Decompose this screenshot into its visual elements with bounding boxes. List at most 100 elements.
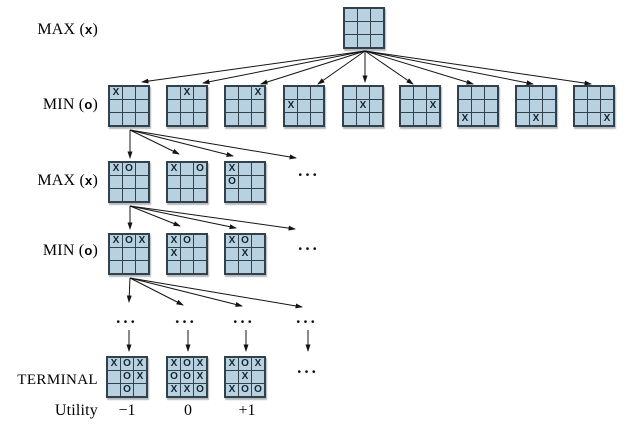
cell-empty xyxy=(530,87,542,99)
cell-x: X xyxy=(226,384,238,396)
cell-empty xyxy=(371,22,383,34)
cell-empty xyxy=(252,176,264,188)
ellipsis-min-row-2: ... xyxy=(298,235,320,254)
cell-empty xyxy=(298,113,310,125)
cell-x: X xyxy=(427,100,439,112)
cell-empty xyxy=(285,113,297,125)
cell-empty xyxy=(345,22,357,34)
board-min1-9: X xyxy=(573,85,615,127)
ellipsis-terminal-row: ... xyxy=(297,358,319,377)
cell-empty xyxy=(136,87,148,99)
cell-empty xyxy=(110,100,122,112)
cell-empty xyxy=(123,100,135,112)
ellipsis-pre-terminal-3: ... xyxy=(233,308,255,327)
cell-o: O xyxy=(239,384,251,396)
cell-empty xyxy=(252,189,264,201)
cell-empty xyxy=(543,100,555,112)
tree-edge-arrow xyxy=(364,50,534,86)
board-min1-4: X xyxy=(283,85,325,127)
cell-x: X xyxy=(168,248,180,260)
cell-empty xyxy=(136,189,148,201)
utility-value-minus1: −1 xyxy=(118,402,136,419)
cell-empty xyxy=(311,100,323,112)
cell-x: X xyxy=(168,235,180,247)
cell-empty xyxy=(252,163,264,175)
cell-o: O xyxy=(239,235,251,247)
cell-empty xyxy=(298,100,310,112)
tree-edge-arrow xyxy=(364,50,474,85)
cell-o: O xyxy=(181,371,193,383)
ellipsis-max-row: ... xyxy=(298,161,320,180)
cell-empty xyxy=(252,235,264,247)
board-min1-5: X xyxy=(342,85,384,127)
board-min1-7: X xyxy=(457,85,499,127)
cell-x: X xyxy=(110,87,122,99)
cell-x: X xyxy=(181,87,193,99)
cell-empty xyxy=(226,371,238,383)
tree-edge-arrow xyxy=(129,277,243,307)
cell-o: O xyxy=(121,371,133,383)
label-level-min-1: MIN (o) xyxy=(42,96,98,113)
label-level-max-1: MAX (x) xyxy=(37,21,98,38)
tree-edge-arrow xyxy=(260,50,366,85)
cell-empty xyxy=(123,189,135,201)
cell-empty xyxy=(485,87,497,99)
cell-o: O xyxy=(252,384,264,396)
board-min1-3: X xyxy=(224,85,266,127)
cell-o: O xyxy=(121,358,133,370)
cell-empty xyxy=(136,113,148,125)
cell-x: X xyxy=(194,371,206,383)
tree-edge-arrow xyxy=(364,50,414,85)
cell-empty xyxy=(575,100,587,112)
cell-x: X xyxy=(239,248,251,260)
cell-empty xyxy=(110,189,122,201)
cell-empty xyxy=(194,176,206,188)
cell-empty xyxy=(168,87,180,99)
cell-o: O xyxy=(121,384,133,396)
cell-empty xyxy=(194,261,206,273)
utility-value-zero: 0 xyxy=(184,402,192,419)
cell-x: X xyxy=(134,358,146,370)
cell-empty xyxy=(134,384,146,396)
cell-empty xyxy=(543,87,555,99)
cell-empty xyxy=(575,87,587,99)
tree-edge-arrow xyxy=(129,205,181,227)
cell-o: O xyxy=(194,163,206,175)
cell-x: X xyxy=(168,358,180,370)
cell-empty xyxy=(311,87,323,99)
cell-x: X xyxy=(226,358,238,370)
cell-x: X xyxy=(252,358,264,370)
cell-x: X xyxy=(226,163,238,175)
cell-x: X xyxy=(601,113,613,125)
cell-empty xyxy=(459,87,471,99)
cell-x: X xyxy=(181,384,193,396)
cell-empty xyxy=(358,22,370,34)
cell-empty xyxy=(252,113,264,125)
cell-empty xyxy=(285,87,297,99)
cell-empty xyxy=(472,113,484,125)
cell-x: X xyxy=(134,371,146,383)
cell-empty xyxy=(427,87,439,99)
cell-empty xyxy=(575,113,587,125)
cell-empty xyxy=(226,248,238,260)
cell-empty xyxy=(588,113,600,125)
cell-empty xyxy=(252,248,264,260)
cell-empty xyxy=(136,163,148,175)
tree-edge-arrow xyxy=(129,205,237,230)
cell-empty xyxy=(311,113,323,125)
cell-empty xyxy=(485,113,497,125)
cell-empty xyxy=(194,100,206,112)
cell-empty xyxy=(239,176,251,188)
cell-empty xyxy=(226,113,238,125)
cell-x: X xyxy=(136,235,148,247)
cell-x: X xyxy=(194,358,206,370)
cell-empty xyxy=(414,87,426,99)
cell-empty xyxy=(252,100,264,112)
cell-empty xyxy=(370,113,382,125)
